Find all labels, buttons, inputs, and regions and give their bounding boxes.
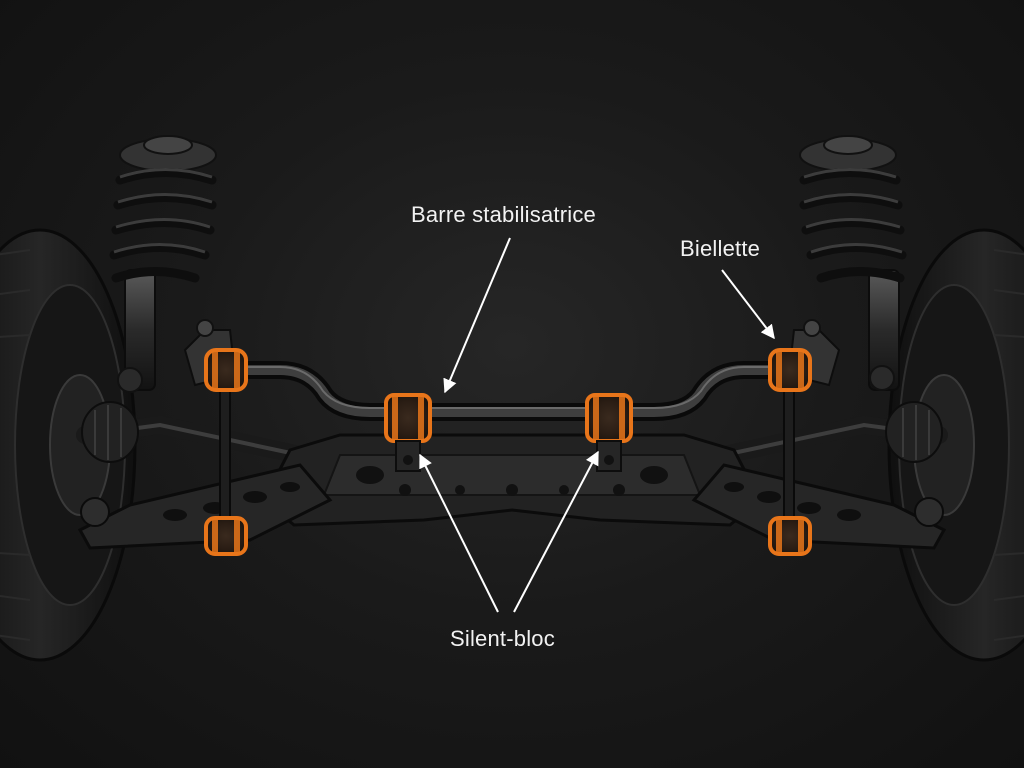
arrow-link: [721, 269, 775, 340]
lower-control-arms: [77, 463, 947, 550]
bushings: [204, 348, 812, 556]
arrow-bushing-left: [419, 453, 499, 613]
label-bushing: Silent-bloc: [450, 626, 555, 651]
arrow-stabilizer-bar: [443, 237, 511, 394]
bushing-top-left: [204, 348, 248, 392]
annotation-arrows: [419, 237, 775, 613]
bushing-bottom-right: [768, 516, 812, 556]
label-stabilizer-bar: Barre stabilisatrice: [411, 202, 596, 227]
label-link: Biellette: [680, 236, 761, 261]
bushing-top-right: [768, 348, 812, 392]
left-strut: [109, 135, 217, 393]
bushing-bar-left: [384, 393, 432, 472]
bushing-bottom-left: [204, 516, 248, 556]
right-strut: [799, 135, 907, 391]
stabilizer-bar: [221, 361, 803, 421]
coil-spring: [109, 168, 217, 283]
bushing-bar-right: [585, 393, 633, 472]
arrow-bushing-right: [513, 450, 599, 613]
coil-spring: [799, 168, 907, 283]
drive-shafts: [76, 401, 948, 464]
subframe: [262, 433, 762, 527]
